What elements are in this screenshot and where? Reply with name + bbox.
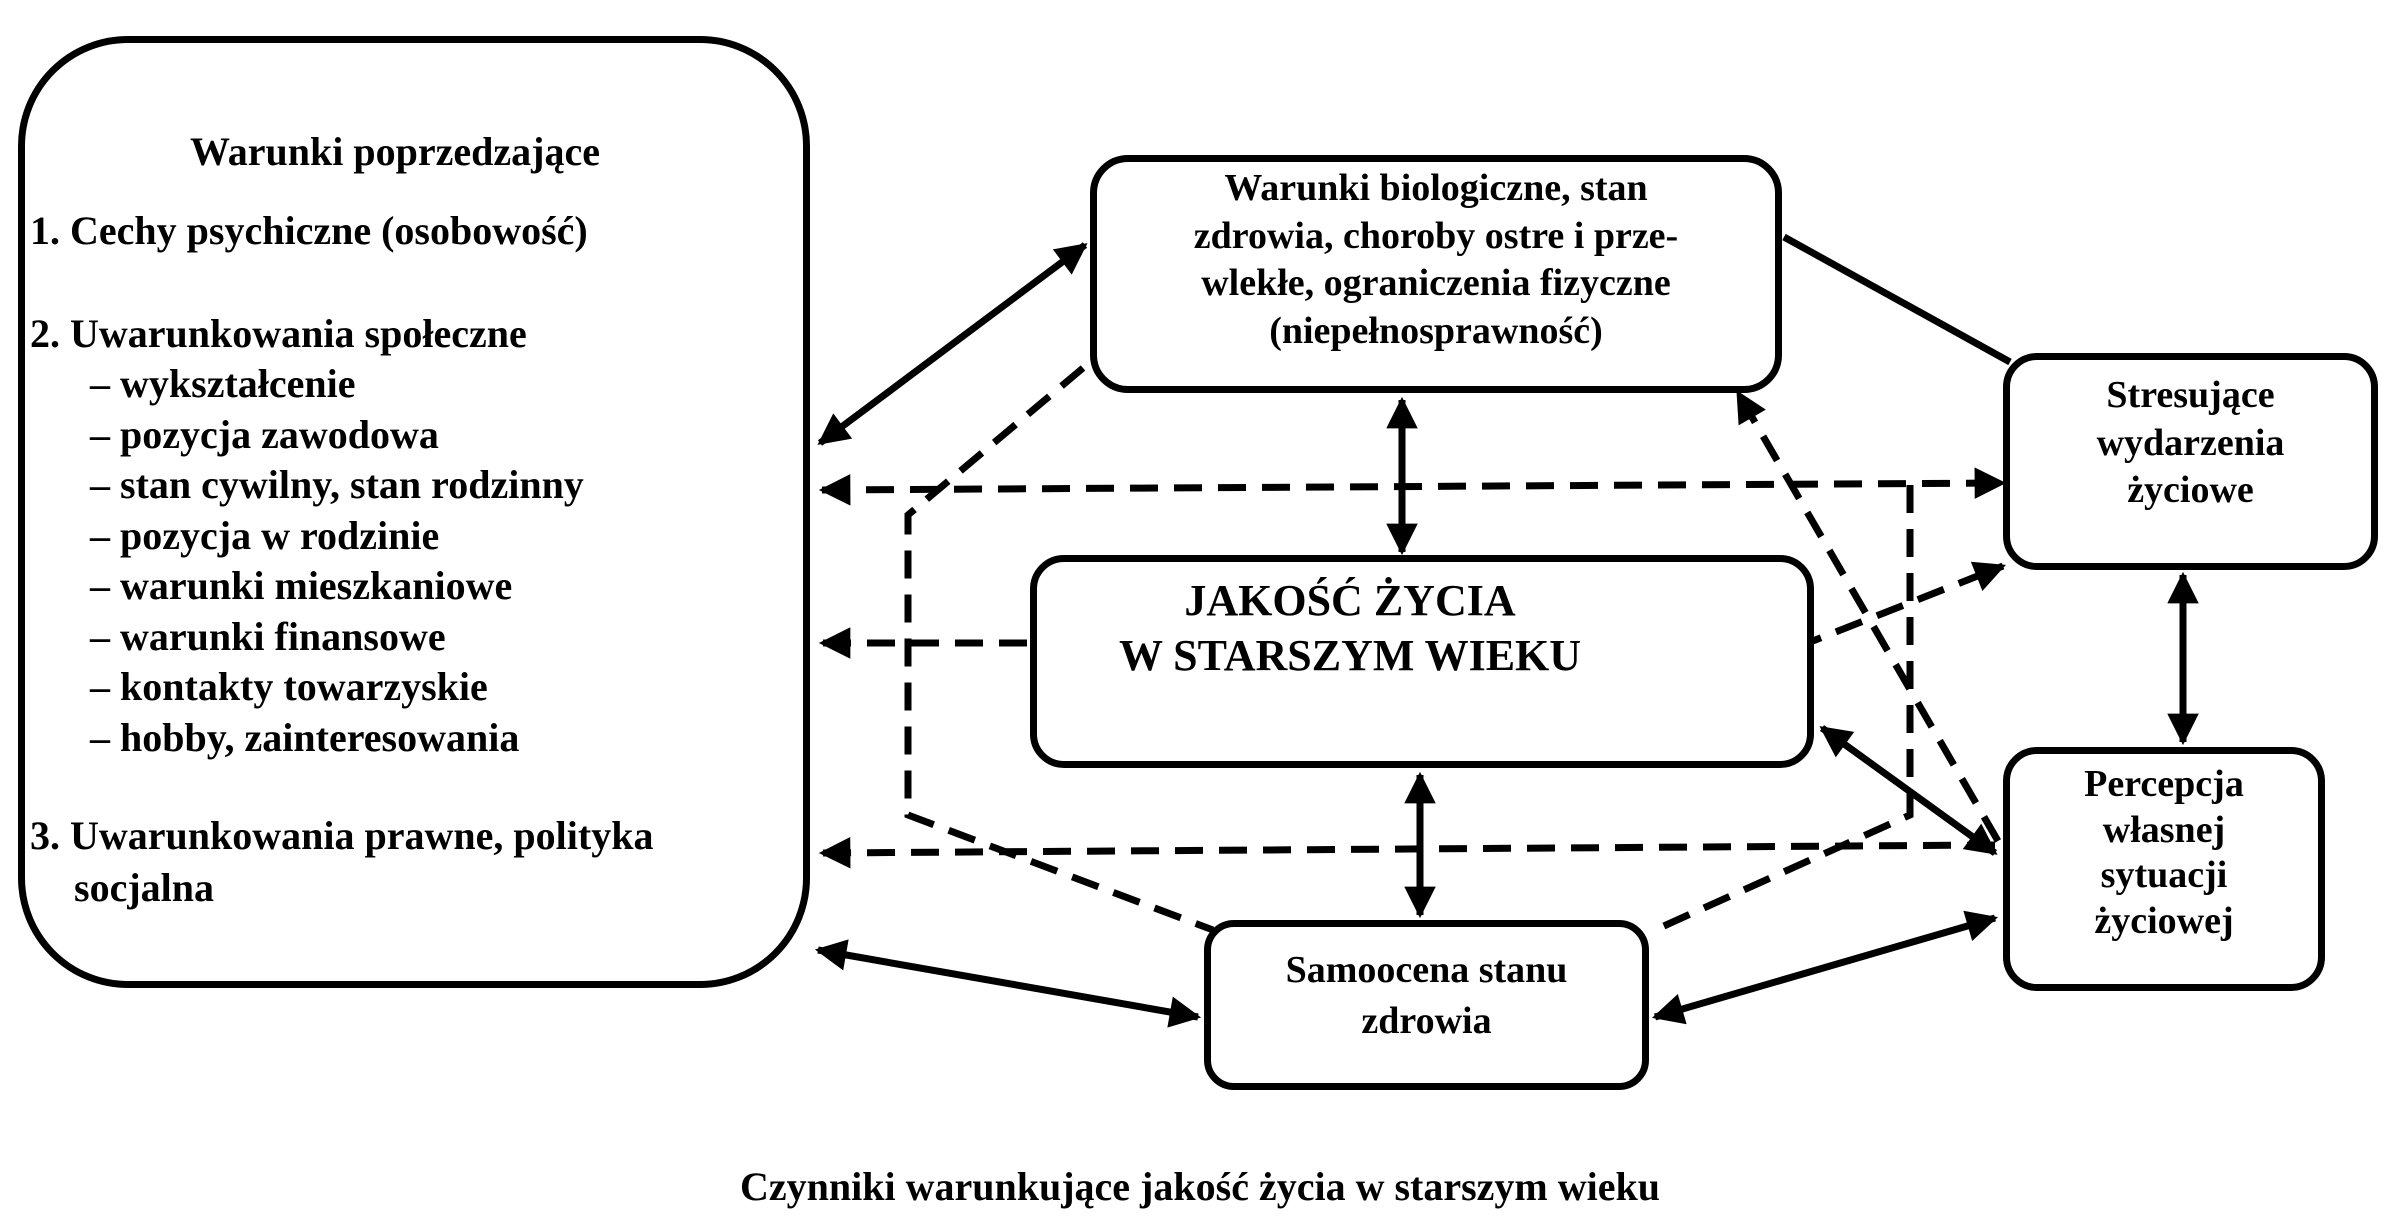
- preconditions-item-1: 1. Cechy psychiczne (osobowość): [30, 208, 588, 253]
- stressful-events-line: Stresujące: [2106, 374, 2275, 416]
- dashed-arrow-center-to-stress: [1793, 561, 2006, 652]
- preconditions-subitem: – pozycja zawodowa: [90, 412, 439, 457]
- dashed-arrow-left-to-stress: [818, 467, 2007, 506]
- preconditions-subitem: – warunki mieszkaniowe: [90, 563, 513, 608]
- line-bio-to-stress: [1782, 233, 2012, 366]
- preconditions-subitem: – hobby, zainteresowania: [90, 715, 520, 760]
- preconditions-heading: Warunki poprzedzające: [190, 129, 600, 174]
- biological-conditions-line: Warunki biologiczne, stan: [1224, 167, 1648, 209]
- stressful-events-box: [2003, 353, 2378, 570]
- preconditions-subitem: – pozycja w rodzinie: [90, 513, 440, 558]
- biological-conditions-box: [1090, 155, 1782, 393]
- perception-line: życiowej: [2094, 899, 2234, 942]
- perception-box: [2003, 747, 2325, 991]
- biological-conditions-line: wlekłe, ograniczenia fizyczne: [1201, 262, 1671, 304]
- biological-conditions-text: Warunki biologiczne, stan zdrowia, choro…: [1090, 165, 1782, 355]
- dashed-left-side-path: [904, 365, 1215, 934]
- preconditions-subitem: – kontakty towarzyskie: [90, 664, 488, 709]
- perception-text: Percepcja własnej sytuacji życiowej: [2003, 762, 2325, 944]
- quality-of-life-box: [1030, 555, 1814, 768]
- quality-of-life-line-1: JAKOŚĆ ŻYCIA: [1184, 576, 1516, 625]
- arrow-center-to-perception: [1819, 725, 1998, 856]
- dashed-arrow-perception-to-left: [818, 837, 1996, 869]
- quality-of-life-line-2: W STARSZYM WIEKU: [1118, 631, 1582, 680]
- arrow-selfeval-to-perception: [1651, 910, 1999, 1025]
- preconditions-subitem: – warunki finansowe: [90, 614, 446, 659]
- preconditions-subitem: – stan cywilny, stan rodzinny: [90, 462, 584, 507]
- stressful-events-line: życiowe: [2127, 469, 2254, 511]
- perception-line: własnej: [2102, 808, 2226, 851]
- perception-line: Percepcja: [2084, 763, 2244, 805]
- quality-of-life-text: JAKOŚĆ ŻYCIA W STARSZYM WIEKU: [1030, 573, 1670, 683]
- self-evaluation-line: zdrowia: [1361, 1000, 1492, 1043]
- biological-conditions-line: (niepełnosprawność): [1269, 309, 1603, 352]
- dashed-octagon-path: [1653, 485, 1914, 934]
- preconditions-box: [18, 36, 810, 988]
- self-evaluation-line: Samoocena stanu: [1285, 949, 1568, 991]
- diagram-caption: Czynniki warunkujące jakość życia w star…: [740, 1164, 1660, 1209]
- arrow-left-to-bio: [817, 242, 1088, 446]
- preconditions-item-2: 2. Uwarunkowania społeczne: [30, 311, 527, 356]
- stressful-events-text: Stresujące wydarzenia życiowe: [2003, 372, 2378, 515]
- biological-conditions-line: zdrowia, choroby ostre i prze-: [1193, 214, 1679, 257]
- preconditions-item-3-continuation: socjalna: [74, 865, 214, 910]
- self-evaluation-text: Samoocena stanu zdrowia: [1204, 945, 1649, 1048]
- preconditions-subitem: – wykształcenie: [90, 361, 356, 406]
- self-evaluation-box: [1204, 920, 1649, 1090]
- arrow-left-to-selfeval: [814, 939, 1202, 1028]
- perception-line: sytuacji: [2100, 854, 2228, 897]
- preconditions-item-3: 3. Uwarunkowania prawne, polityka: [30, 813, 654, 858]
- stressful-events-line: wydarzenia: [2096, 421, 2285, 464]
